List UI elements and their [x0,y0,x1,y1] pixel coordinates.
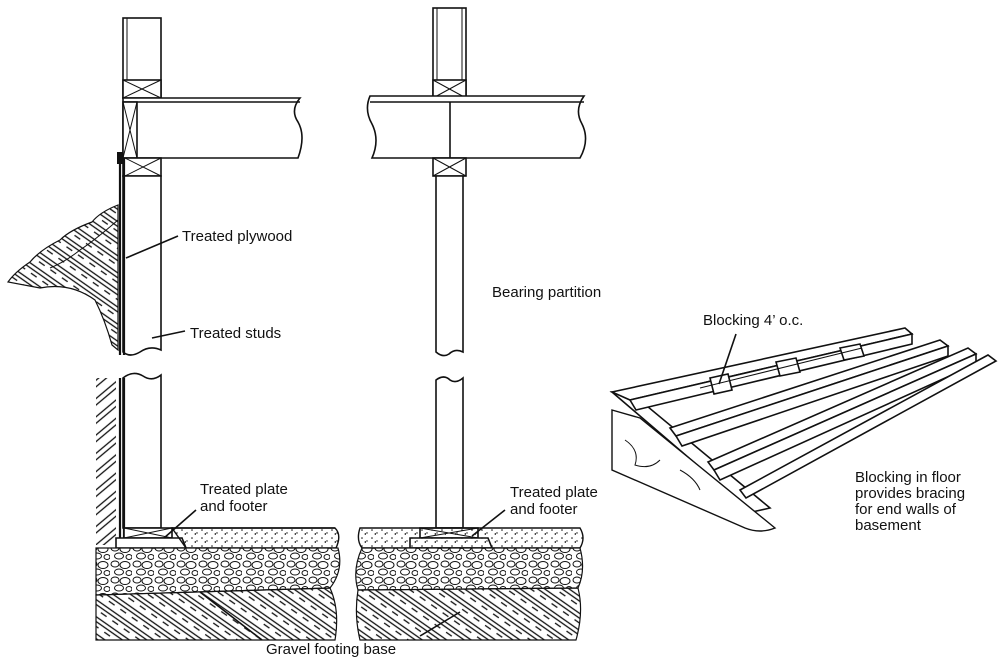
caption-line-1: Blocking in floor [855,469,961,486]
caption-line-2: provides bracing [855,485,965,502]
label-treated-plate-right-2: and footer [510,501,578,518]
floor-blocking-perspective [609,327,998,532]
label-blocking-oc: Blocking 4’ o.c. [703,312,803,329]
caption-line-4: basement [855,517,922,534]
label-treated-plate-left-1: Treated plate [200,481,288,498]
label-treated-plate-left-2: and footer [200,498,268,515]
caption-line-3: for end walls of [855,501,957,518]
labels: Treated plywood Treated studs Bearing pa… [182,228,965,658]
leader-lines [125,235,737,641]
middle-partition-section [355,7,587,641]
label-treated-plate-right-1: Treated plate [510,484,598,501]
label-bearing-partition: Bearing partition [492,284,601,301]
left-wall-section [6,17,341,641]
label-treated-studs: Treated studs [190,325,281,342]
label-gravel-footing-base: Gravel footing base [266,641,396,658]
label-treated-plywood: Treated plywood [182,228,292,245]
